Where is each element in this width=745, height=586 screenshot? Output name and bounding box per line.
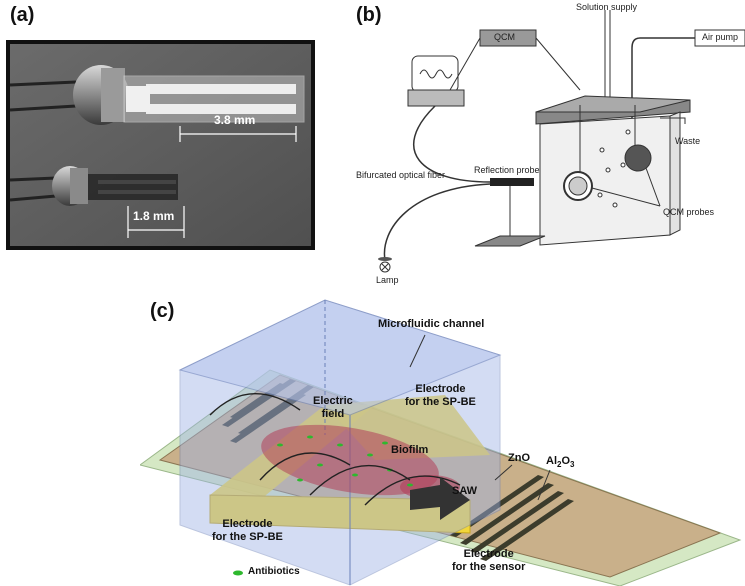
label-reflection-probe: Reflection probe xyxy=(474,165,540,175)
panel-c-saw-device-diagram xyxy=(140,299,742,586)
reflection-probe xyxy=(490,178,534,186)
label-bifurcated-fiber: Bifurcated optical fiber xyxy=(356,170,446,180)
biofilm xyxy=(261,424,439,496)
panel-b-letter: (b) xyxy=(356,4,382,26)
wire-top xyxy=(9,80,77,87)
saw-arrow xyxy=(410,477,470,520)
dim-label-small: 1.8 mm xyxy=(133,209,175,223)
label-microfluidic-channel: Microfluidic channel xyxy=(378,318,485,330)
panel-a-letter: (a) xyxy=(10,4,35,26)
label-lamp: Lamp xyxy=(376,275,399,285)
instrument-box xyxy=(407,89,465,107)
crystal-large xyxy=(123,75,305,123)
label-qcm: QCM xyxy=(494,32,515,42)
electric-field-arc xyxy=(209,392,301,416)
label-air-pump: Air pump xyxy=(702,32,739,42)
label-electric-field: Electric field xyxy=(313,395,353,420)
label-biofilm: Biofilm xyxy=(391,444,429,456)
label-electrode-spbe-top: Electrode for the SP-BE xyxy=(405,383,476,408)
label-al2o3: Al2O3 xyxy=(546,455,575,470)
label-zno: ZnO xyxy=(508,452,530,464)
panel-c-letter: (c) xyxy=(150,300,175,322)
label-electrode-sensor: Electrode for the sensor xyxy=(452,548,526,573)
monitor-screen xyxy=(411,55,459,93)
dim-label-large: 3.8 mm xyxy=(214,113,256,127)
label-antibiotics: Antibiotics xyxy=(248,566,300,577)
label-waste: Waste xyxy=(675,136,701,146)
idt-electrode-sensor xyxy=(450,475,574,561)
label-saw: SAW xyxy=(452,485,478,497)
panel-b-setup-diagram xyxy=(378,10,745,273)
label-qcm-probes: QCM probes xyxy=(663,207,715,217)
label-electrode-spbe-bottom: Electrode for the SP-BE xyxy=(212,518,283,543)
panel-a-photo xyxy=(6,40,315,250)
qcm-probe-right xyxy=(624,144,652,172)
label-solution-supply: Solution supply xyxy=(576,2,638,12)
crystal-small xyxy=(88,174,178,200)
